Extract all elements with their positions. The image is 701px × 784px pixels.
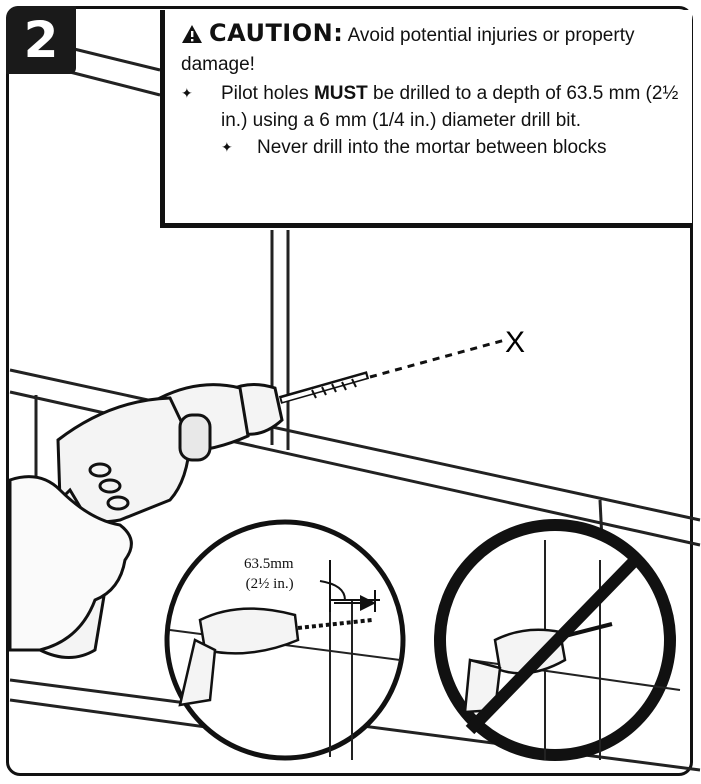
prohibited-mortar-detail bbox=[434, 519, 681, 761]
bullet-text: Never drill into the mortar between bloc… bbox=[257, 137, 607, 158]
caution-box: CAUTION: Avoid potential injuries or pro… bbox=[160, 10, 692, 228]
hand bbox=[8, 475, 133, 652]
caution-heading: CAUTION: bbox=[209, 19, 344, 47]
caution-intro: Avoid potential injuries or property dam… bbox=[181, 25, 635, 75]
star-bullet-icon: ✦ bbox=[181, 85, 193, 101]
prohibited-slash bbox=[465, 550, 645, 735]
bullet-emphasis: MUST bbox=[313, 83, 368, 104]
bullet-text-post: be drilled to a depth of 63.5 mm (2½ in.… bbox=[221, 83, 679, 131]
caution-bullet: ✦ Never drill into the mortar between bl… bbox=[221, 134, 692, 161]
caution-bullet: ✦ Pilot holes MUST be drilled to a depth… bbox=[181, 80, 692, 134]
dimension-metric: 63.5mm bbox=[244, 556, 294, 572]
depth-dimension-label: 63.5mm (2½ in.) bbox=[244, 554, 294, 594]
target-mark: X bbox=[505, 326, 525, 359]
bullet-text-pre: Pilot holes bbox=[221, 83, 314, 104]
step-number-badge: 2 bbox=[6, 6, 76, 74]
drill-bit bbox=[278, 371, 370, 404]
drill-path-line bbox=[369, 338, 506, 379]
dimension-imperial: (2½ in.) bbox=[245, 576, 294, 592]
correct-depth-detail bbox=[164, 519, 406, 761]
warning-triangle-icon bbox=[181, 24, 203, 52]
star-bullet-icon: ✦ bbox=[221, 139, 233, 155]
